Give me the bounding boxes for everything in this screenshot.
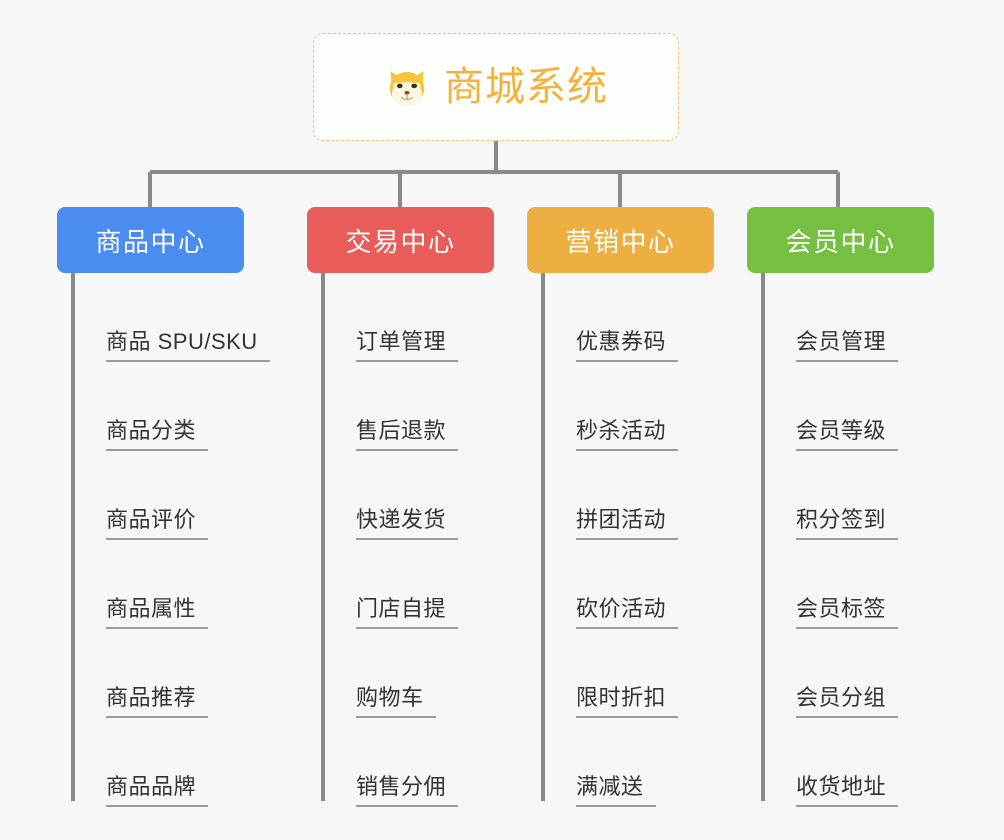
branch-head-3[interactable]: 会员中心 bbox=[747, 207, 934, 273]
leaf-label: 会员标签 bbox=[796, 598, 899, 629]
list-item[interactable]: 限时折扣 bbox=[543, 629, 679, 718]
branch-head-0[interactable]: 商品中心 bbox=[57, 207, 244, 273]
branch-items-3: 会员管理 会员等级 积分签到 会员标签 会员分组 收货地址 bbox=[763, 273, 899, 807]
list-item[interactable]: 商品推荐 bbox=[73, 629, 270, 718]
list-item[interactable]: 商品属性 bbox=[73, 540, 270, 629]
branch-items-0: 商品 SPU/SKU 商品分类 商品评价 商品属性 商品推荐 商品品牌 bbox=[73, 273, 270, 807]
list-item[interactable]: 会员等级 bbox=[763, 362, 899, 451]
branch-head-1[interactable]: 交易中心 bbox=[307, 207, 494, 273]
leaf-label: 商品品牌 bbox=[106, 776, 209, 807]
leaf-label: 会员管理 bbox=[796, 331, 899, 362]
leaf-label: 门店自提 bbox=[356, 598, 459, 629]
leaf-label: 商品属性 bbox=[106, 598, 209, 629]
leaf-label: 优惠券码 bbox=[576, 331, 679, 362]
branch-items-2: 优惠券码 秒杀活动 拼团活动 砍价活动 限时折扣 满减送 bbox=[543, 273, 679, 807]
list-item[interactable]: 购物车 bbox=[323, 629, 458, 718]
root-title: 商城系统 bbox=[444, 65, 608, 109]
leaf-label: 销售分佣 bbox=[356, 776, 459, 807]
branch-items-1: 订单管理 售后退款 快递发货 门店自提 购物车 销售分佣 bbox=[323, 273, 459, 807]
branch-head-label-2: 营销中心 bbox=[565, 226, 676, 257]
list-item[interactable]: 会员分组 bbox=[763, 629, 899, 718]
leaf-label: 订单管理 bbox=[356, 331, 459, 362]
branch-head-2[interactable]: 营销中心 bbox=[527, 207, 714, 273]
list-item[interactable]: 快递发货 bbox=[323, 451, 459, 540]
list-item[interactable]: 商品 SPU/SKU bbox=[73, 273, 270, 362]
leaf-label: 商品推荐 bbox=[106, 687, 209, 718]
root-node[interactable]: 商城系统 bbox=[313, 33, 679, 141]
list-item[interactable]: 商品评价 bbox=[73, 451, 270, 540]
leaf-label: 秒杀活动 bbox=[576, 420, 679, 451]
list-item[interactable]: 商品品牌 bbox=[73, 718, 270, 807]
list-item[interactable]: 会员标签 bbox=[763, 540, 899, 629]
list-item[interactable]: 积分签到 bbox=[763, 451, 899, 540]
list-item[interactable]: 售后退款 bbox=[323, 362, 459, 451]
leaf-label: 购物车 bbox=[356, 687, 436, 718]
list-item[interactable]: 门店自提 bbox=[323, 540, 459, 629]
leaf-label: 商品评价 bbox=[106, 509, 209, 540]
list-item[interactable]: 销售分佣 bbox=[323, 718, 459, 807]
list-item[interactable]: 砍价活动 bbox=[543, 540, 679, 629]
list-item[interactable]: 秒杀活动 bbox=[543, 362, 679, 451]
list-item[interactable]: 订单管理 bbox=[323, 273, 459, 362]
leaf-label: 砍价活动 bbox=[576, 598, 679, 629]
branch-head-label-3: 会员中心 bbox=[785, 226, 896, 257]
branch-head-label-1: 交易中心 bbox=[345, 226, 456, 257]
list-item[interactable]: 满减送 bbox=[543, 718, 678, 807]
leaf-label: 满减送 bbox=[576, 776, 656, 807]
list-item[interactable]: 收货地址 bbox=[763, 718, 899, 807]
leaf-label: 会员等级 bbox=[796, 420, 899, 451]
leaf-label: 商品分类 bbox=[106, 420, 209, 451]
shiba-dog-face-icon bbox=[389, 71, 425, 106]
leaf-label: 限时折扣 bbox=[576, 687, 679, 718]
list-item[interactable]: 商品分类 bbox=[73, 362, 270, 451]
list-item[interactable]: 会员管理 bbox=[763, 273, 899, 362]
leaf-label: 快递发货 bbox=[356, 509, 459, 540]
leaf-label: 收货地址 bbox=[796, 776, 899, 807]
list-item[interactable]: 拼团活动 bbox=[543, 451, 679, 540]
leaf-label: 拼团活动 bbox=[576, 509, 679, 540]
leaf-label: 积分签到 bbox=[796, 509, 899, 540]
leaf-label: 商品 SPU/SKU bbox=[106, 331, 270, 362]
leaf-label: 售后退款 bbox=[356, 420, 459, 451]
leaf-label: 会员分组 bbox=[796, 687, 899, 718]
branch-head-label-0: 商品中心 bbox=[95, 226, 206, 257]
list-item[interactable]: 优惠券码 bbox=[543, 273, 679, 362]
